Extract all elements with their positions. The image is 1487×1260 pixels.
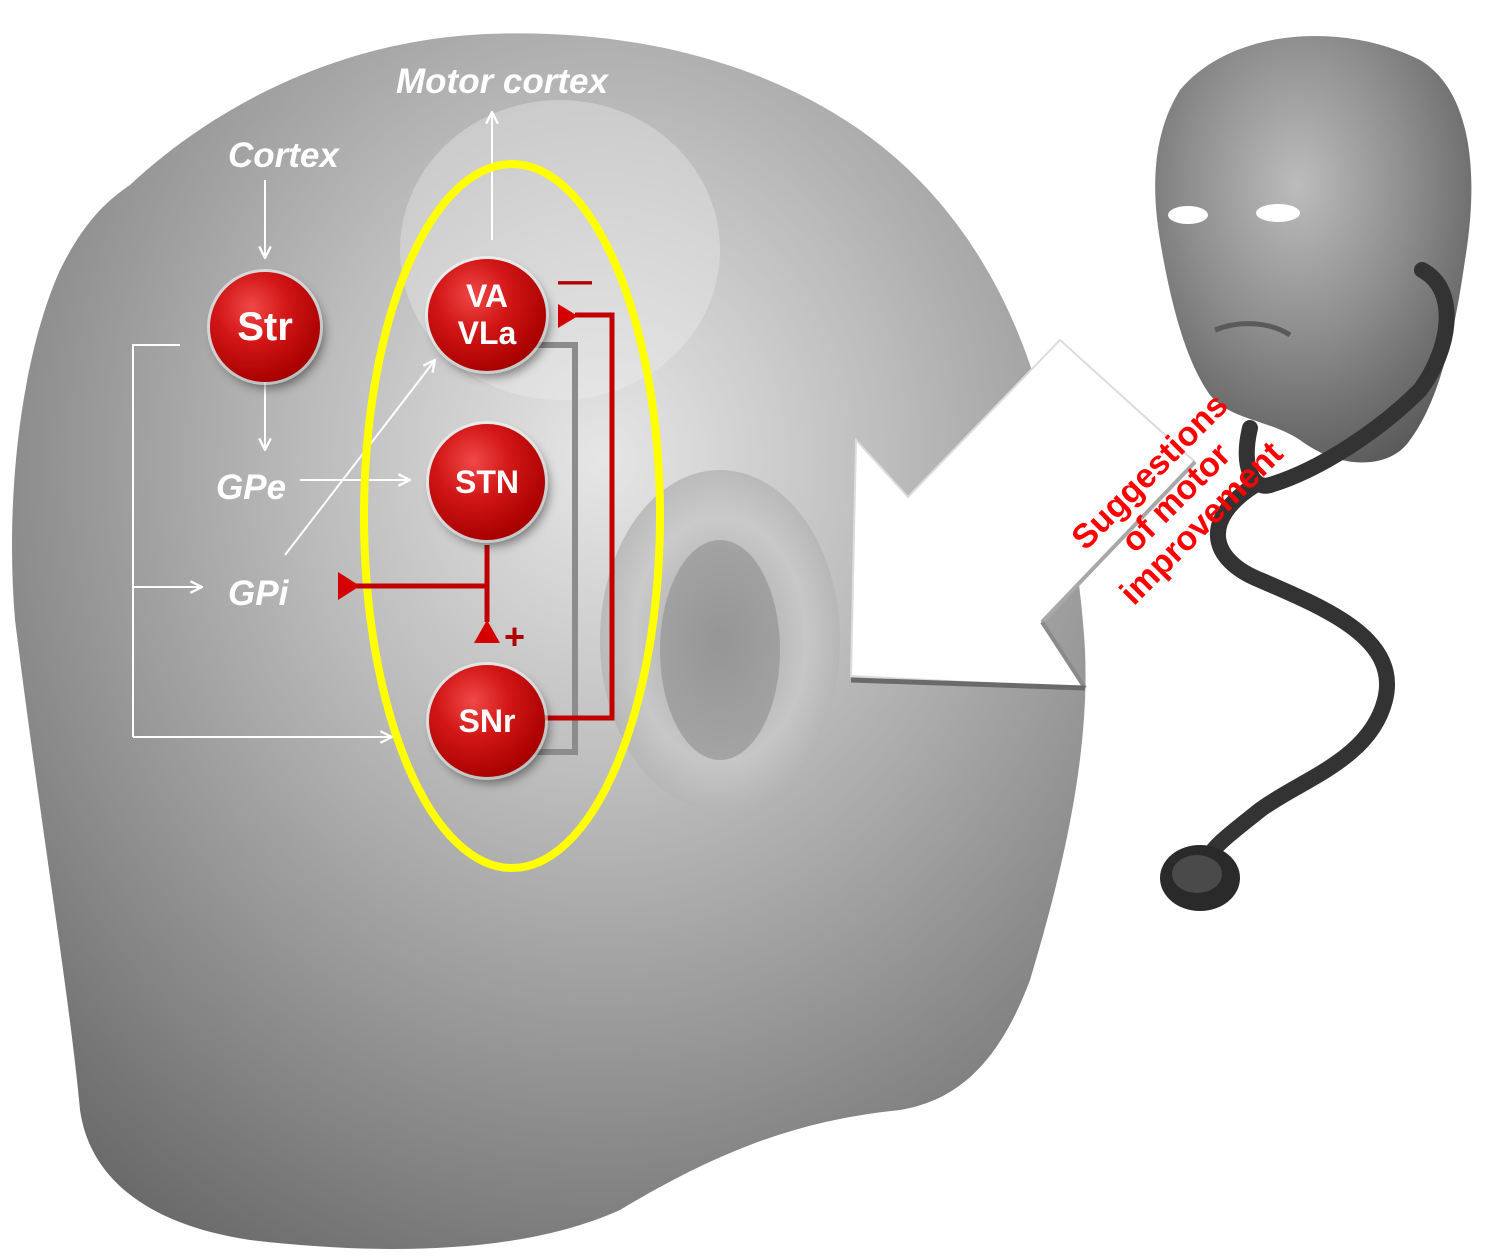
stn-node: STN — [429, 424, 545, 540]
inhibitory-sign: — — [558, 262, 592, 301]
gpi-label: GPi — [228, 574, 288, 614]
va-node-label: VA — [458, 278, 517, 315]
motor-cortex-label: Motor cortex — [396, 62, 608, 102]
gpe-label: GPe — [216, 468, 286, 508]
stn-node-label: STN — [455, 464, 519, 501]
vla-node-label: VLa — [458, 315, 517, 352]
snr-node-label: SNr — [459, 703, 516, 740]
va-vla-node: VA VLa — [428, 259, 546, 371]
snr-node: SNr — [429, 665, 545, 777]
str-node-label: Str — [237, 304, 293, 350]
excitatory-sign: + — [504, 616, 525, 658]
str-node: Str — [210, 272, 320, 382]
cortex-label: Cortex — [228, 136, 339, 176]
